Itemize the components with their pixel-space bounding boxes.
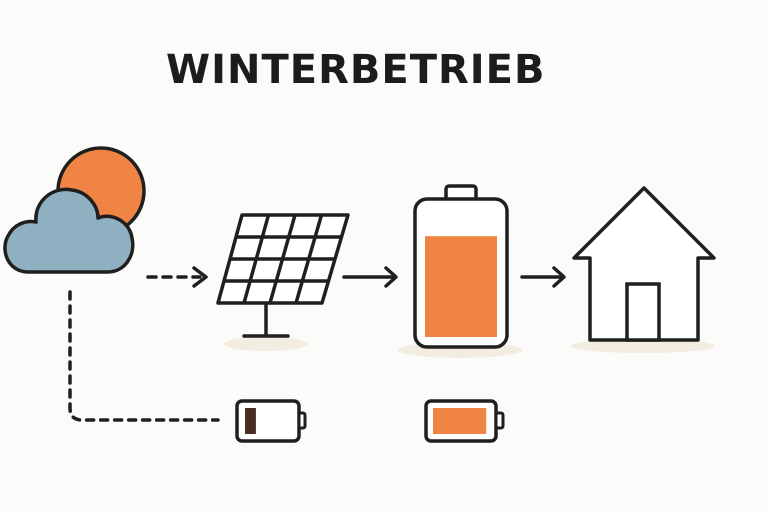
solar-panel-icon — [216, 213, 350, 338]
battery-icon — [413, 184, 509, 349]
house-shadow — [571, 339, 715, 353]
low-battery-fill — [245, 408, 256, 434]
weak-sun-arrow — [146, 266, 208, 288]
charged-battery-fill — [433, 408, 487, 434]
cloud-sun-icon — [3, 146, 146, 274]
diagram-title: WINTERBETRIEB — [166, 47, 546, 93]
solar-panel-gridline — [294, 214, 324, 304]
house-door — [625, 282, 661, 342]
panel-shadow — [224, 337, 308, 351]
battery-charge-fill — [425, 236, 497, 337]
cloud-icon — [3, 187, 135, 274]
low-battery-icon — [235, 399, 307, 443]
low-yield-dashed-path — [68, 290, 220, 422]
panel-to-battery-arrow — [342, 266, 398, 288]
charged-battery-icon — [424, 399, 505, 443]
battery-to-house-arrow — [520, 266, 566, 288]
house-icon — [572, 186, 716, 342]
